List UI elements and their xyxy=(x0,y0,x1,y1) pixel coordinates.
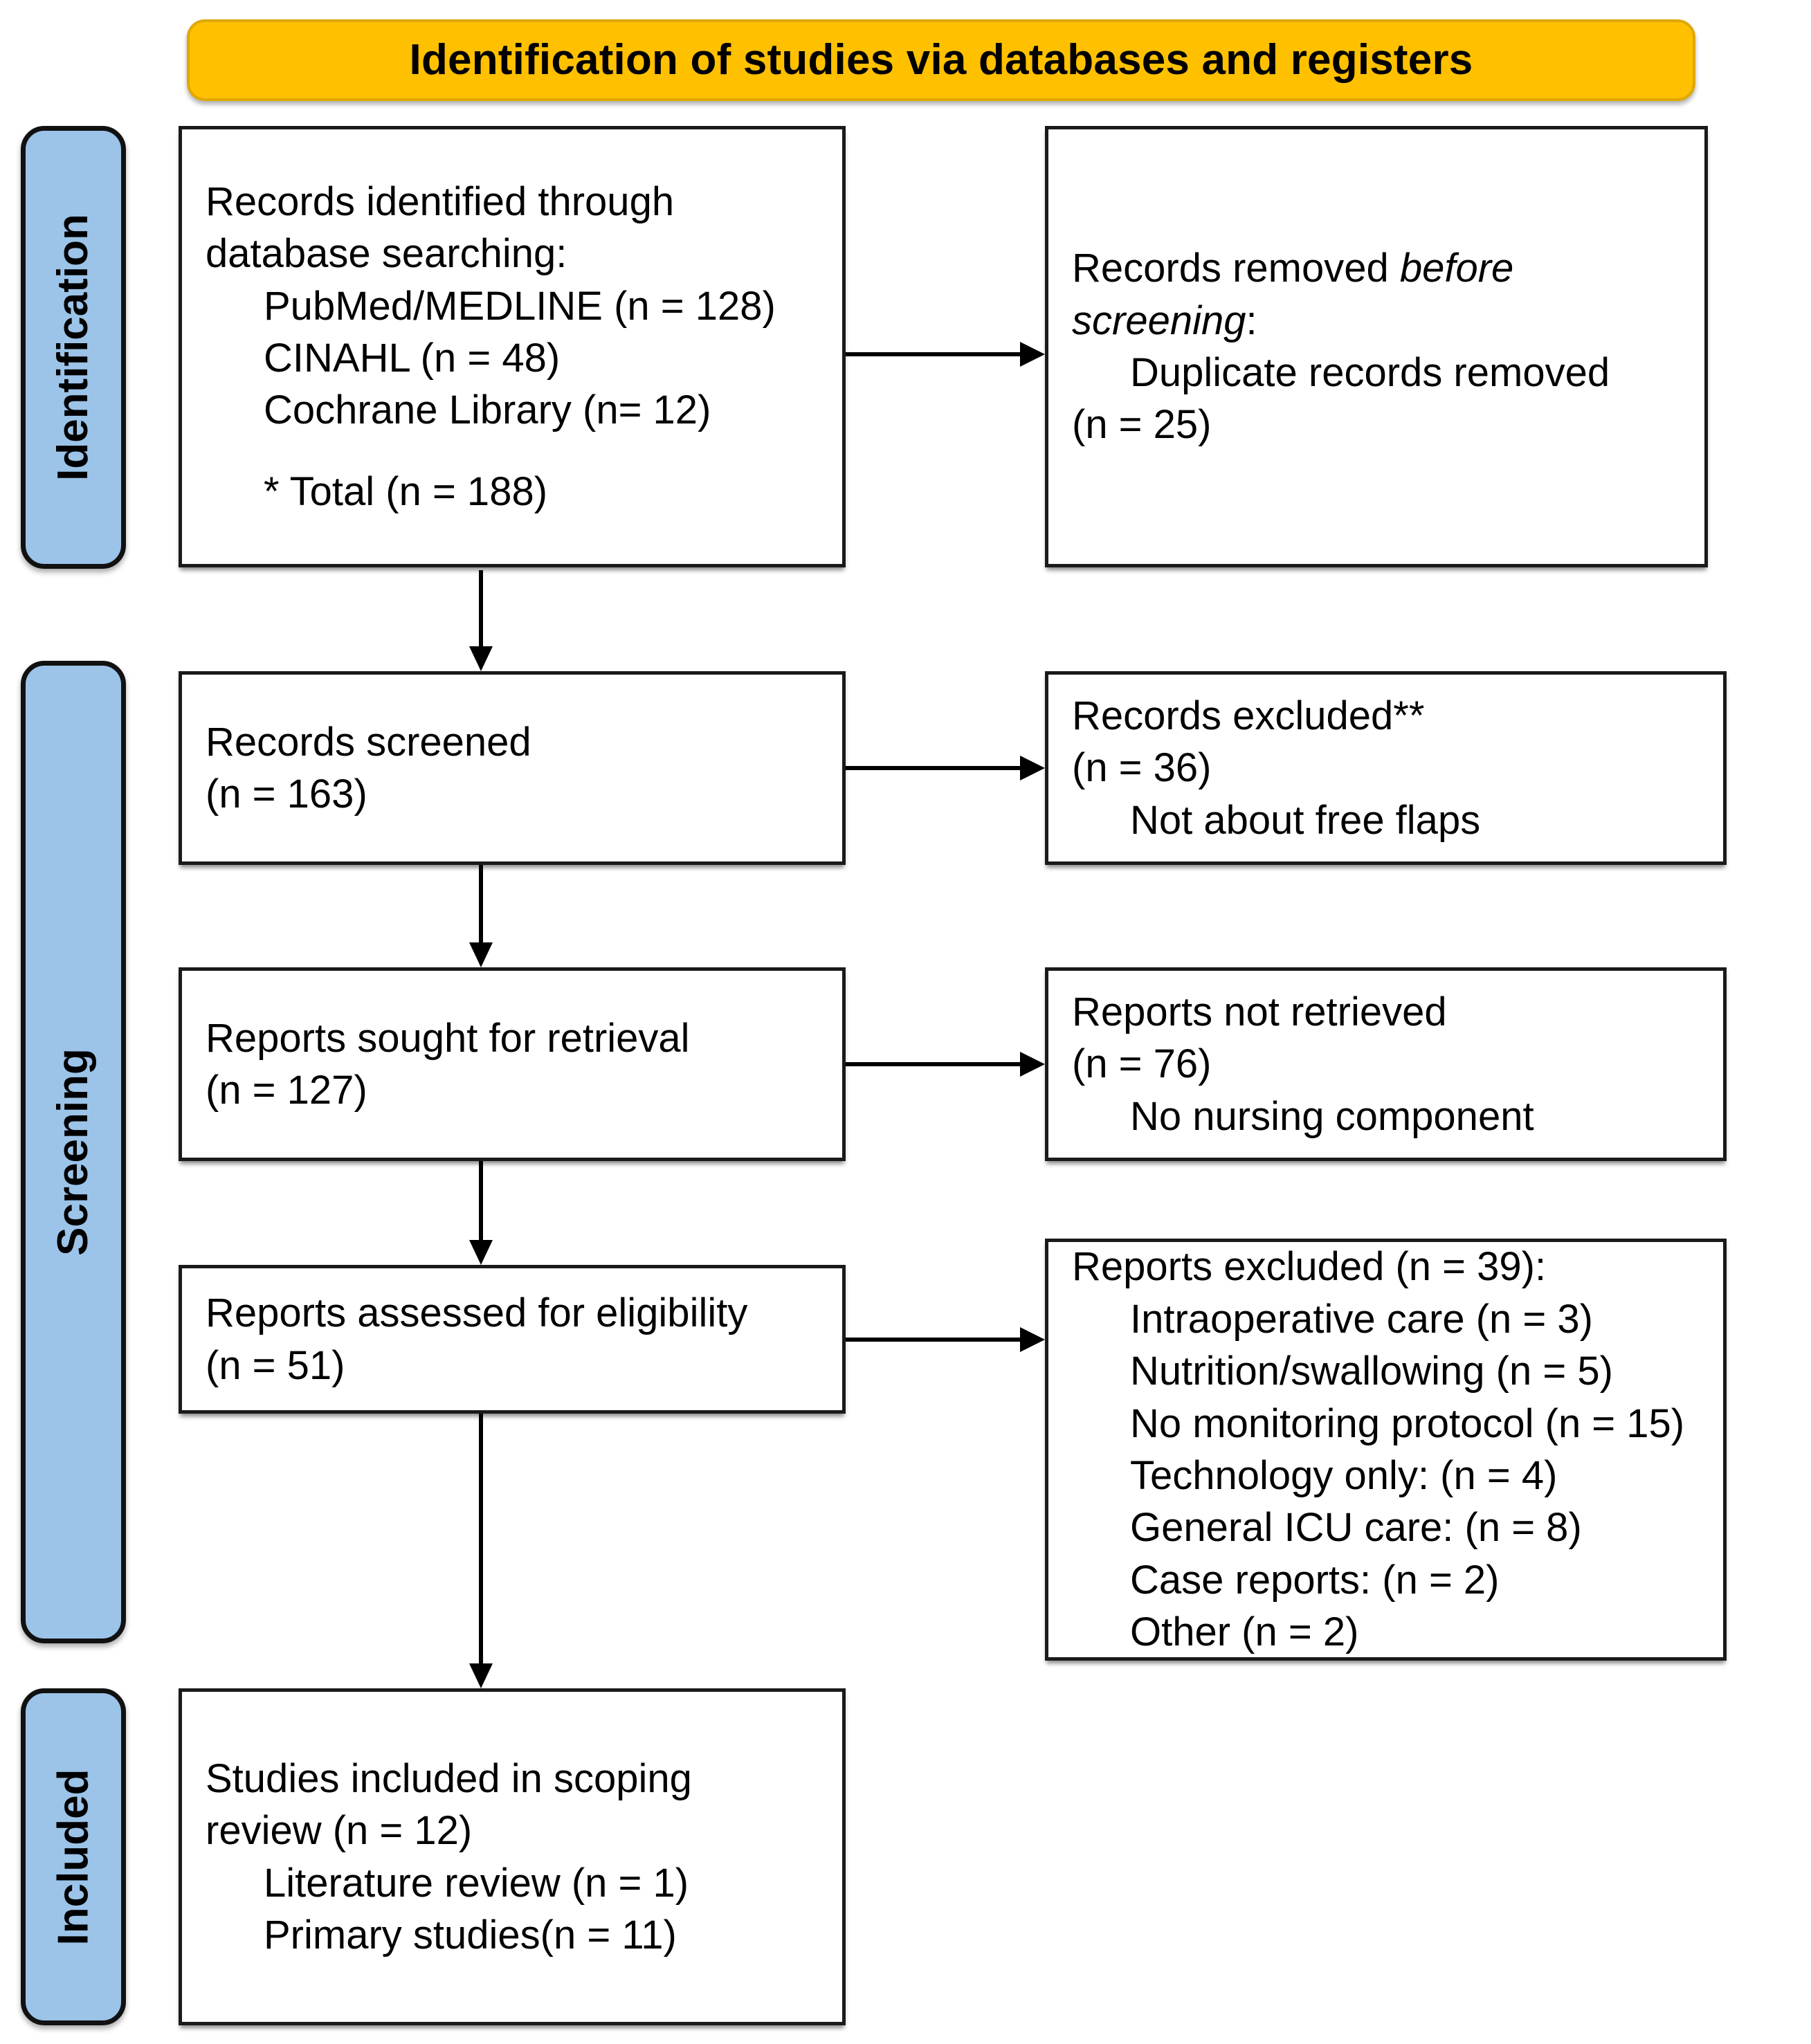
reports-sought-label: Reports sought for retrieval xyxy=(206,1015,690,1061)
reports-excluded-reason-4: Technology only: (n = 4) xyxy=(1130,1453,1558,1498)
arrow-sought-to-assessed xyxy=(469,1161,493,1265)
records-removed-line-1: Records removed before xyxy=(1072,242,1681,294)
box-records-removed-before-screening: Records removed before screening: Duplic… xyxy=(1045,126,1708,567)
reports-excluded-heading: Reports excluded (n = 39): xyxy=(1072,1244,1547,1290)
records-identified-gap xyxy=(206,437,819,466)
records-identified-pubmed: PubMed/MEDLINE (n = 128) xyxy=(264,283,776,329)
records-removed-line-2: screening: xyxy=(1072,295,1681,347)
box-records-excluded: Records excluded** (n = 36) Not about fr… xyxy=(1045,671,1727,865)
records-excluded-reason: Not about free flaps xyxy=(1130,797,1481,843)
box-reports-excluded: Reports excluded (n = 39): Intraoperativ… xyxy=(1045,1239,1727,1661)
records-removed-plain-2: : xyxy=(1246,298,1257,343)
reports-excluded-reason-1: Intraoperative care (n = 3) xyxy=(1130,1296,1593,1342)
arrow-sought-to-not-retrieved xyxy=(846,1052,1045,1077)
sidebar-phase-identification: Identification xyxy=(21,126,126,569)
records-removed-italic-2: screening xyxy=(1072,298,1246,343)
arrow-screened-to-excluded xyxy=(846,756,1045,781)
box-records-screened: Records screened (n = 163) xyxy=(179,671,846,865)
arrow-identified-to-screened xyxy=(469,570,493,671)
records-identified-cinahl: CINAHL (n = 48) xyxy=(264,336,561,381)
reports-assessed-label: Reports assessed for eligibility xyxy=(206,1290,748,1336)
reports-assessed-count: (n = 51) xyxy=(206,1342,345,1388)
sidebar-label-included: Included xyxy=(49,1769,97,1945)
box-reports-not-retrieved: Reports not retrieved (n = 76) No nursin… xyxy=(1045,967,1727,1161)
studies-included-literature-review: Literature review (n = 1) xyxy=(264,1860,689,1906)
arrow-assessed-to-reports-excluded xyxy=(846,1327,1045,1352)
reports-excluded-reason-3: No monitoring protocol (n = 15) xyxy=(1130,1400,1685,1446)
studies-included-line-2: review (n = 12) xyxy=(206,1808,473,1854)
sidebar-label-screening: Screening xyxy=(49,1048,97,1256)
phase-banner-title: Identification of studies via databases … xyxy=(409,36,1473,84)
records-identified-line-2: database searching: xyxy=(206,231,567,277)
arrow-assessed-to-included xyxy=(469,1414,493,1688)
records-identified-line-1: Records identified through xyxy=(206,179,675,224)
reports-excluded-reason-6: Case reports: (n = 2) xyxy=(1130,1557,1500,1603)
reports-not-retrieved-label: Reports not retrieved xyxy=(1072,989,1447,1034)
reports-not-retrieved-count: (n = 76) xyxy=(1072,1041,1212,1087)
records-screened-label: Records screened xyxy=(206,719,531,765)
records-excluded-label: Records excluded** xyxy=(1072,693,1425,738)
arrow-identified-to-removed xyxy=(846,342,1045,367)
studies-included-primary-studies: Primary studies(n = 11) xyxy=(264,1912,677,1958)
reports-excluded-reason-2: Nutrition/swallowing (n = 5) xyxy=(1130,1349,1613,1394)
sidebar-phase-included: Included xyxy=(21,1688,126,2025)
records-excluded-count: (n = 36) xyxy=(1072,745,1212,791)
records-screened-count: (n = 163) xyxy=(206,772,367,816)
records-removed-count: (n = 25) xyxy=(1072,402,1212,448)
reports-excluded-reason-5: General ICU care: (n = 8) xyxy=(1130,1505,1582,1551)
reports-sought-count: (n = 127) xyxy=(206,1068,367,1113)
box-studies-included: Studies included in scoping review (n = … xyxy=(179,1688,846,2025)
box-reports-assessed: Reports assessed for eligibility (n = 51… xyxy=(179,1265,846,1414)
reports-excluded-reason-7: Other (n = 2) xyxy=(1130,1609,1359,1655)
records-identified-total: * Total (n = 188) xyxy=(264,468,548,514)
phase-banner: Identification of studies via databases … xyxy=(187,19,1695,101)
records-identified-cochrane: Cochrane Library (n= 12) xyxy=(264,387,711,433)
reports-not-retrieved-reason: No nursing component xyxy=(1130,1093,1534,1139)
box-reports-sought: Reports sought for retrieval (n = 127) xyxy=(179,967,846,1161)
records-removed-duplicates: Duplicate records removed xyxy=(1130,350,1610,395)
sidebar-label-identification: Identification xyxy=(49,214,97,481)
arrow-screened-to-sought xyxy=(469,865,493,967)
records-removed-italic-1: before xyxy=(1399,246,1514,291)
box-records-identified: Records identified through database sear… xyxy=(179,126,846,567)
sidebar-phase-screening: Screening xyxy=(21,661,126,1643)
records-removed-plain-1: Records removed xyxy=(1072,246,1400,291)
studies-included-line-1: Studies included in scoping xyxy=(206,1755,692,1801)
